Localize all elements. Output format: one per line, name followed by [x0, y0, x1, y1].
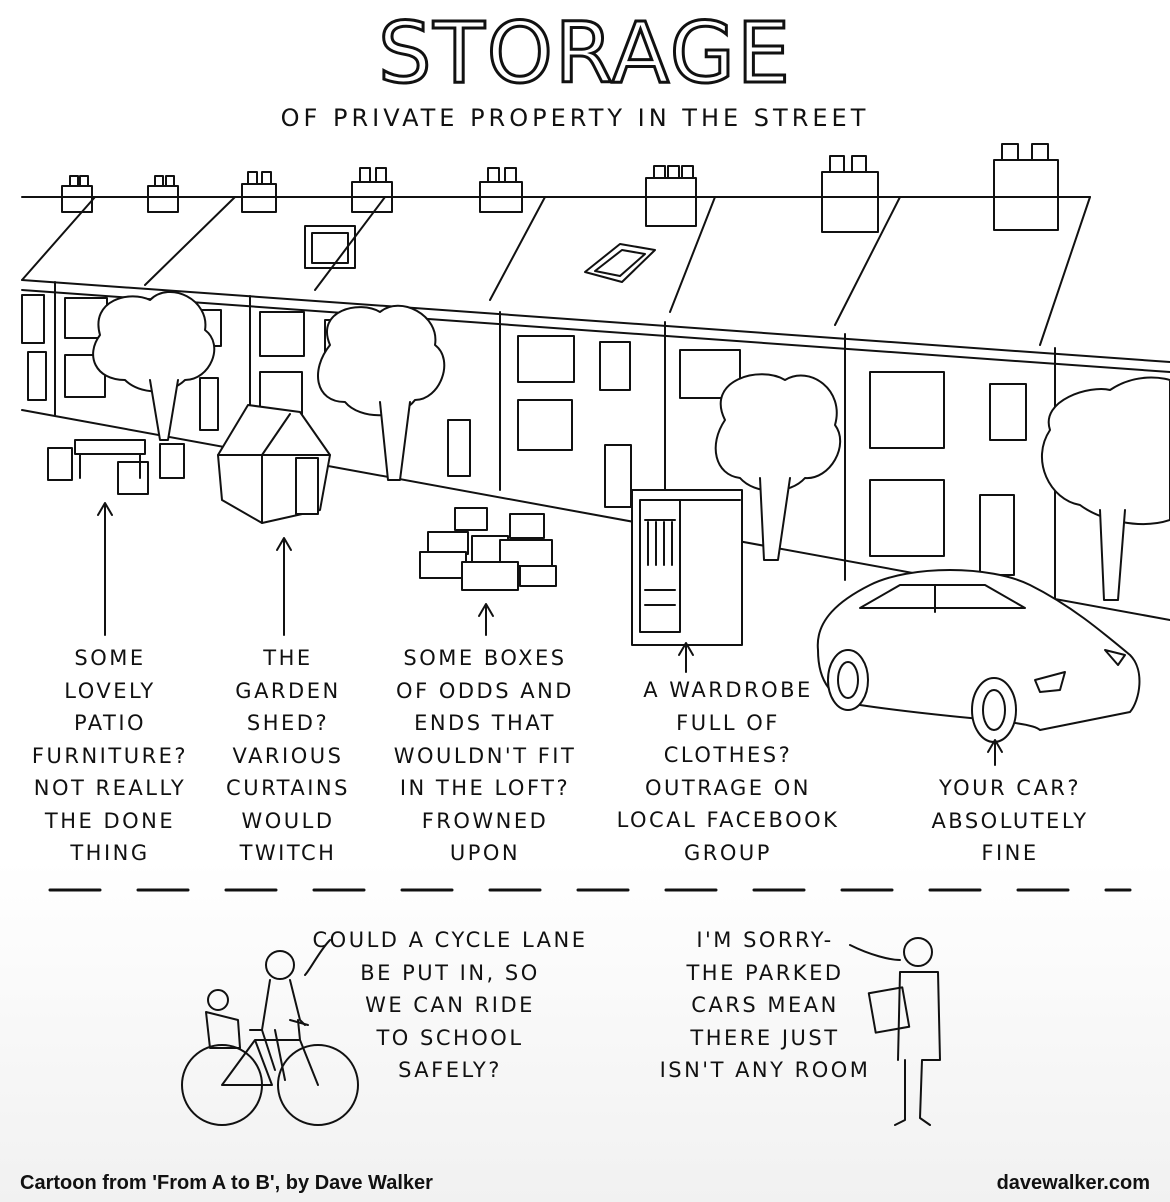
car — [816, 569, 1141, 743]
speech-cyclist: COULD A CYCLE LANE BE PUT IN, SO WE CAN … — [312, 928, 588, 1082]
wardrobe — [631, 489, 743, 646]
trees — [92, 290, 1170, 601]
speech-official: I'M SORRY- THE PARKED CARS MEAN THERE JU… — [659, 928, 871, 1082]
caption-shed: THE GARDEN SHED? VARIOUS CURTAINS WOULD … — [226, 646, 350, 865]
page-title: STORAGE — [377, 3, 792, 104]
caption-boxes: SOME BOXES OF ODDS AND ENDS THAT WOULDN'… — [393, 646, 577, 865]
cardboard-boxes — [419, 507, 557, 591]
caption-wardrobe: A WARDROBE FULL OF CLOTHES? OUTRAGE ON L… — [616, 678, 840, 865]
footer-site-link[interactable]: davewalker.com — [996, 1172, 1150, 1194]
patio-furniture — [47, 439, 185, 495]
council-official — [849, 937, 941, 1126]
caption-car: YOUR CAR? ABSOLUTELY FINE — [931, 776, 1089, 865]
page-subtitle: OF PRIVATE PROPERTY IN THE STREET — [280, 104, 870, 132]
chimneys — [61, 143, 1059, 233]
caption-patio: SOME LOVELY PATIO FURNITURE? NOT REALLY … — [31, 646, 189, 865]
pointer-arrows — [97, 502, 1003, 766]
footer-credit: Cartoon from 'From A to B', by Dave Walk… — [20, 1172, 433, 1194]
cyclist-with-child — [181, 939, 359, 1126]
garden-shed — [217, 404, 331, 524]
